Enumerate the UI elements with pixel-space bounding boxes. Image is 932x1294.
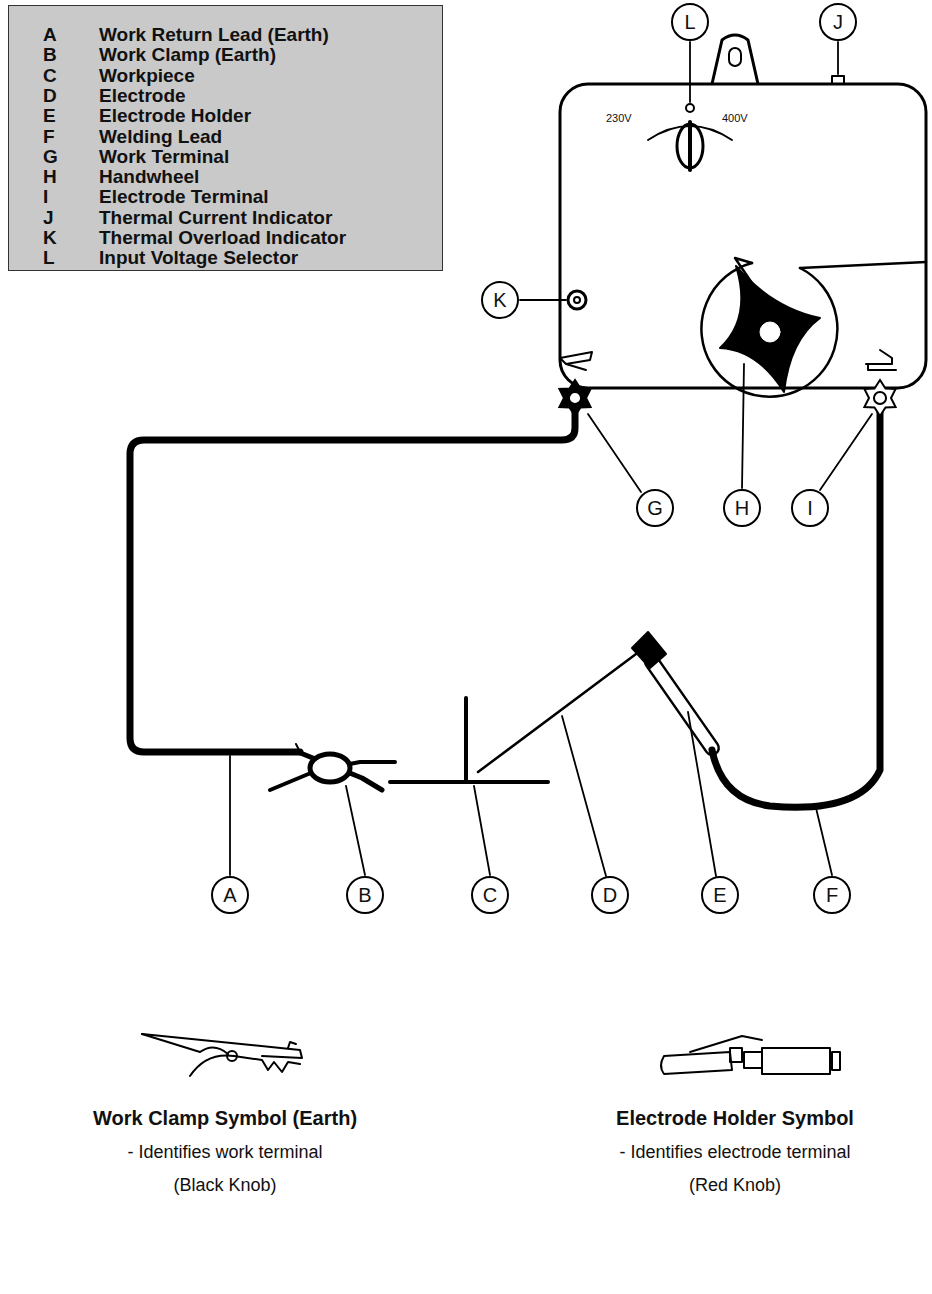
key-letter: F	[43, 126, 55, 148]
key-letter: G	[43, 146, 58, 168]
key-name: Work Terminal	[99, 146, 229, 168]
callout-letter: L	[673, 5, 707, 39]
callout-letter: F	[815, 878, 849, 912]
symbol-note: (Black Knob)	[173, 1175, 276, 1196]
callout-circle: I	[791, 489, 829, 527]
callout-circle: H	[723, 489, 761, 527]
key-letter: D	[43, 85, 57, 107]
callout-circle: K	[481, 281, 519, 319]
key-name: Handwheel	[99, 166, 199, 188]
key-box: A Work Return Lead (Earth) B Work Clamp (Ea…	[8, 5, 443, 271]
key-letter: E	[43, 105, 56, 127]
key-letter: A	[43, 24, 57, 46]
terminal-hole	[874, 392, 886, 404]
callout-letter: H	[725, 491, 759, 525]
key-name: Electrode Terminal	[99, 186, 269, 208]
callout-letter: J	[821, 5, 855, 39]
terminal-hole	[569, 392, 581, 404]
callout-letter: D	[593, 878, 627, 912]
key-name: Thermal Overload Indicator	[99, 227, 346, 249]
symbol-note: - Identifies work terminal	[127, 1142, 322, 1163]
symbol-title: Electrode Holder Symbol	[616, 1107, 854, 1130]
key-name: Workpiece	[99, 65, 195, 87]
callout-letter: G	[638, 491, 672, 525]
callout-letter: B	[348, 878, 382, 912]
callout-circle: G	[636, 489, 674, 527]
symbol-note: - Identifies electrode terminal	[619, 1142, 850, 1163]
terminal-knob	[864, 380, 895, 416]
callout-circle: B	[346, 876, 384, 914]
callout-circle: C	[471, 876, 509, 914]
key-name: Welding Lead	[99, 126, 222, 148]
key-name: Electrode Holder	[99, 105, 251, 127]
key-letter: K	[43, 227, 57, 249]
callout-letter: A	[213, 878, 247, 912]
callout-circle: E	[701, 876, 739, 914]
callout-letter: I	[793, 491, 827, 525]
key-letter: L	[43, 247, 55, 269]
callout-circle: A	[211, 876, 249, 914]
callout-letter: C	[473, 878, 507, 912]
key-letter: I	[43, 186, 48, 208]
callout-circle: F	[813, 876, 851, 914]
key-name: Input Voltage Selector	[99, 247, 298, 269]
key-name: Thermal Current Indicator	[99, 207, 332, 229]
key-letter: C	[43, 65, 57, 87]
key-letter: H	[43, 166, 57, 188]
callout-circle: L	[671, 3, 709, 41]
symbol-title: Work Clamp Symbol (Earth)	[93, 1107, 357, 1130]
key-name: Work Clamp (Earth)	[99, 44, 276, 66]
callout-circle: J	[819, 3, 857, 41]
symbol-note: (Red Knob)	[689, 1175, 781, 1196]
voltage-mark: 230V	[606, 112, 632, 124]
key-letter: J	[43, 207, 54, 229]
key-letter: B	[43, 44, 57, 66]
terminal-knob	[559, 380, 590, 416]
callout-circle: D	[591, 876, 629, 914]
voltage-mark: 400V	[722, 112, 748, 124]
key-name: Work Return Lead (Earth)	[99, 24, 329, 46]
callout-letter: E	[703, 878, 737, 912]
key-name: Electrode	[99, 85, 186, 107]
callout-letter: K	[483, 283, 517, 317]
